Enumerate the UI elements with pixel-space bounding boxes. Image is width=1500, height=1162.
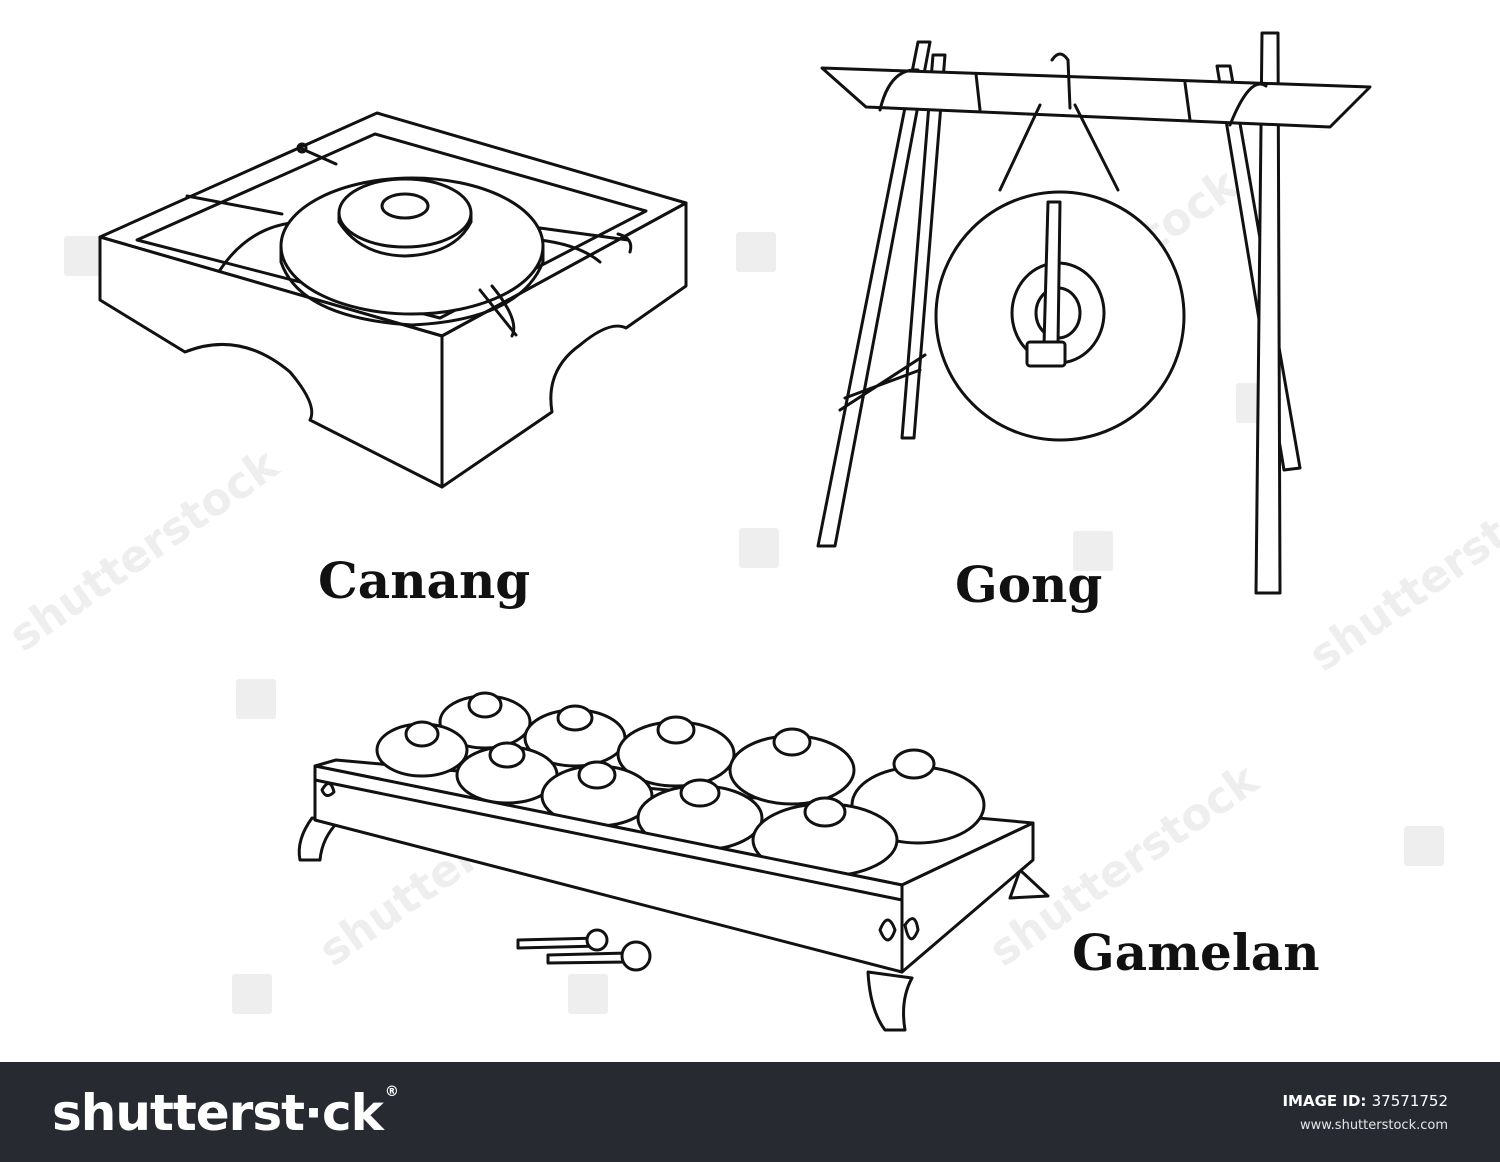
registered-mark: ® bbox=[384, 1084, 399, 1100]
watermark-mark bbox=[736, 232, 776, 272]
instrument-drawings bbox=[98, 31, 1372, 1032]
logo-text: shutterst·ck bbox=[52, 1084, 384, 1142]
image-id-label: IMAGE ID: bbox=[1282, 1092, 1367, 1110]
watermark-mark bbox=[568, 974, 608, 1014]
footer-bar: shutterst·ck® IMAGE ID: 37571752 www.shu… bbox=[0, 1062, 1500, 1162]
gong-drawing bbox=[816, 31, 1372, 595]
canang-label: Canang bbox=[318, 551, 531, 610]
image-id-value: 37571752 bbox=[1371, 1092, 1448, 1110]
watermark-mark bbox=[64, 236, 104, 276]
shutterstock-logo[interactable]: shutterst·ck® bbox=[52, 1084, 399, 1142]
image-id: IMAGE ID: 37571752 bbox=[1282, 1092, 1448, 1110]
site-url[interactable]: www.shutterstock.com bbox=[1299, 1118, 1448, 1133]
gamelan-drawing bbox=[297, 691, 1050, 1032]
watermark-mark bbox=[232, 974, 272, 1014]
illustration-stage: shutterstock shutterstock shutterstock s… bbox=[0, 31, 1500, 1032]
gong-label: Gong bbox=[955, 555, 1103, 614]
watermark-mark bbox=[1073, 531, 1113, 571]
watermark-mark bbox=[739, 528, 779, 568]
watermark-mark bbox=[236, 679, 276, 719]
gamelan-label: Gamelan bbox=[1072, 923, 1320, 982]
watermark-mark bbox=[1404, 826, 1444, 866]
canang-drawing bbox=[98, 111, 688, 489]
